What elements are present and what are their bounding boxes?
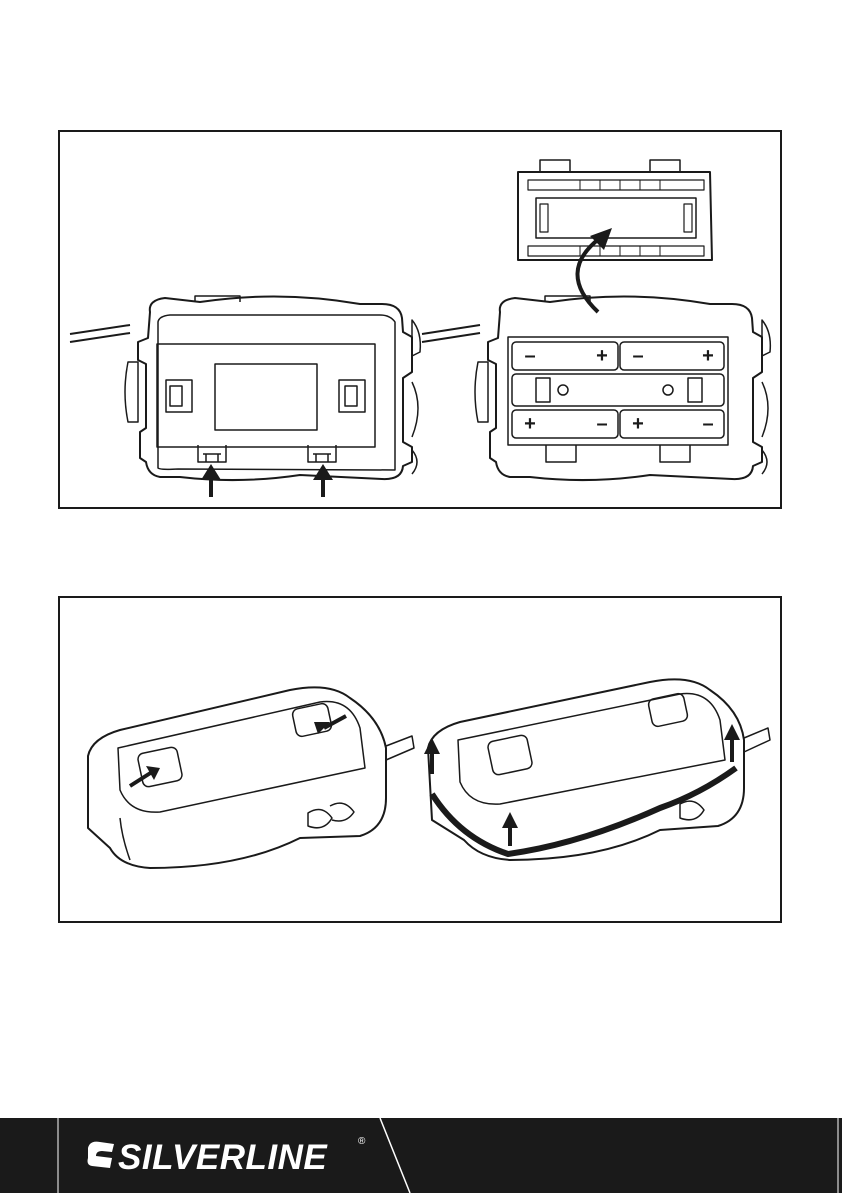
polarity-bottom-2: – (596, 413, 607, 435)
device-sleeve-fitted (428, 679, 770, 860)
polarity-top-2: + (596, 345, 608, 367)
polarity-top-1: – (524, 345, 535, 367)
device-back-closed (125, 296, 420, 480)
remove-cover-arrow-icon (577, 238, 600, 312)
sleeve-fitting-illustration (60, 598, 780, 921)
battery-cover-icon (518, 160, 712, 260)
battery-install-illustration: – + – + + – + – (60, 132, 780, 507)
press-arrow-icon (130, 716, 346, 786)
figure-battery-install: – + – + + – + – (58, 130, 782, 509)
registered-mark: ® (358, 1136, 365, 1147)
polarity-bottom-1: + (524, 413, 536, 435)
polarity-bottom-3: + (632, 413, 644, 435)
device-sleeve-icon (88, 687, 414, 868)
press-arrow-icon (432, 736, 732, 846)
polarity-bottom-4: – (702, 413, 713, 435)
brand-wordmark: SILVERLINE (118, 1140, 327, 1175)
polarity-top-4: + (702, 345, 714, 367)
figure-sleeve-fitting (58, 596, 782, 923)
polarity-top-3: – (632, 345, 643, 367)
spanner-logo-icon (84, 1138, 118, 1172)
cable-left (70, 325, 130, 334)
battery-pack-icon (475, 296, 770, 480)
